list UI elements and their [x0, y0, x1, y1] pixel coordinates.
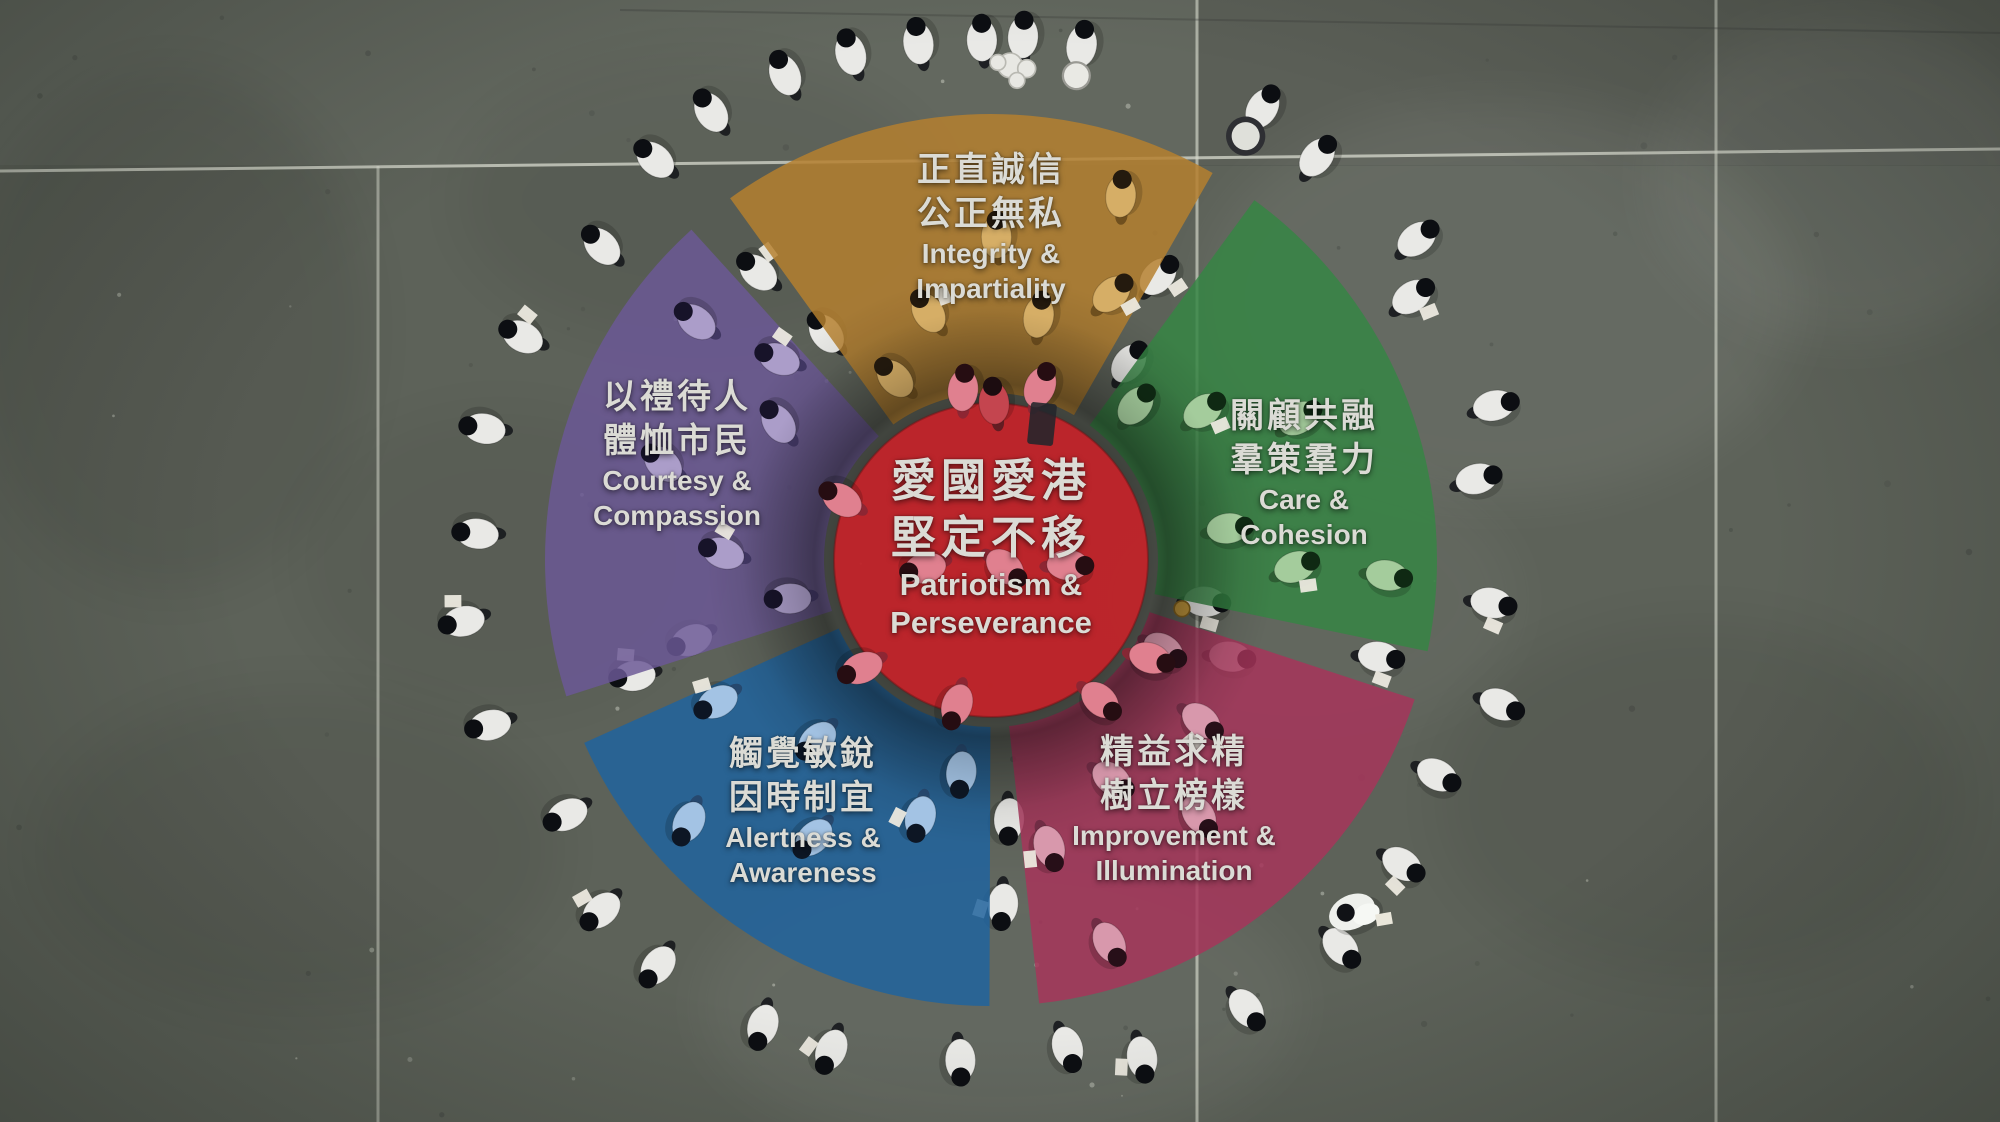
person-figure [1375, 846, 1426, 897]
person-figure [934, 677, 974, 731]
person-figure [451, 512, 507, 550]
person-figure [1177, 792, 1219, 842]
person-figure [540, 793, 593, 832]
person-figure [1090, 273, 1141, 317]
person-figure [1394, 219, 1443, 261]
person-figure [1176, 702, 1224, 753]
person-figure [1388, 278, 1440, 321]
person-figure [673, 296, 722, 341]
person-figure [978, 376, 1016, 432]
person-figure [798, 1022, 849, 1075]
person-figure [1061, 19, 1104, 91]
person-figure [1225, 985, 1266, 1035]
person-figure [947, 363, 985, 419]
podium [1027, 402, 1057, 446]
person-figure [1114, 1029, 1158, 1084]
person-figure [898, 547, 953, 585]
person-figure [572, 888, 623, 932]
person-figure [1268, 550, 1322, 593]
person-figure [665, 795, 707, 847]
person-figure [1076, 681, 1122, 726]
person-figure [1274, 400, 1326, 440]
person-figure [1121, 641, 1176, 681]
person-figure [1105, 169, 1143, 225]
person-figure [939, 1031, 977, 1087]
person-figure [498, 304, 550, 355]
person-figure [1318, 925, 1362, 973]
person-figure [697, 520, 752, 570]
person-figure [1410, 757, 1462, 799]
person-figure [740, 997, 780, 1051]
center-circle-people [818, 362, 1176, 731]
values-wheel-overlay [545, 113, 1437, 1006]
person-figure [436, 594, 492, 638]
person-figure [754, 326, 807, 376]
person-figure [788, 814, 834, 859]
person-figure [888, 788, 937, 843]
person-figure [580, 220, 625, 267]
person-figure [980, 210, 1018, 266]
person-figure [835, 647, 888, 685]
person-figure [1462, 586, 1518, 635]
person-figure [458, 406, 513, 445]
conductor-figure [1329, 893, 1393, 936]
person-figure [1298, 134, 1343, 182]
person-figure [1358, 559, 1414, 598]
person-figure [692, 85, 732, 136]
person-figure [1023, 819, 1066, 874]
person-figure [633, 134, 680, 179]
person-figure [1046, 1020, 1084, 1075]
person-figure [1088, 917, 1127, 970]
person-figure [736, 241, 783, 292]
person-figure [834, 27, 872, 82]
person-figure [818, 475, 868, 518]
person-figure [1039, 549, 1095, 587]
person-figure [640, 438, 688, 483]
person-figure [1472, 687, 1526, 728]
person-figure [463, 704, 518, 742]
person-figure [966, 13, 1004, 69]
person-figure [902, 16, 940, 72]
person-figure [690, 677, 743, 720]
person-figure [633, 940, 677, 989]
person-figure [1449, 462, 1504, 500]
person-figure [989, 10, 1045, 90]
person-figure [1226, 84, 1287, 156]
person-figure [980, 548, 1028, 593]
person-figure [768, 48, 806, 101]
person-figure [1466, 389, 1521, 427]
person-figure [1350, 640, 1406, 689]
